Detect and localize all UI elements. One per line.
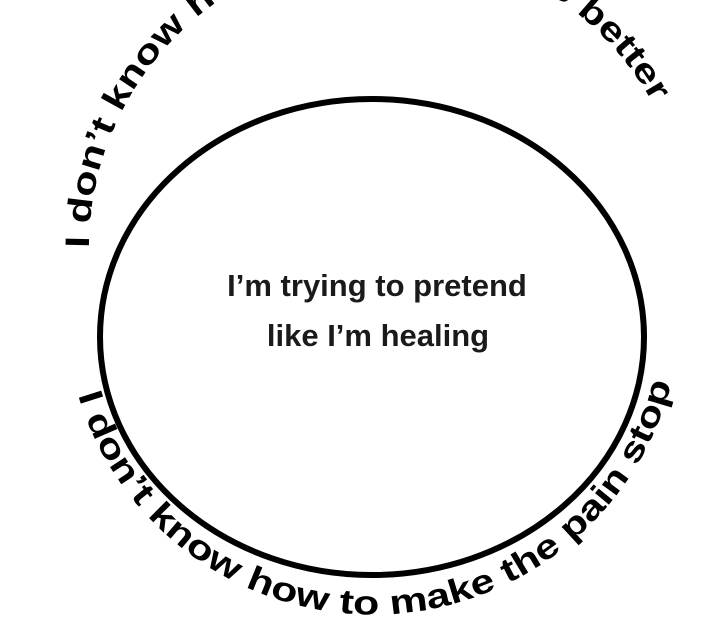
center-line-1: I’m trying to pretend [227,268,527,303]
bottom-arc-textpath: I don’t know how to make the pain stop [70,375,679,623]
top-arc-text: I don’t know how to make things better [59,0,679,248]
top-arc-textpath: I don’t know how to make things better [59,0,679,248]
main-circle [97,96,647,578]
bottom-arc-text: I don’t know how to make the pain stop [70,375,679,623]
center-line-2: like I’m healing [267,318,489,353]
